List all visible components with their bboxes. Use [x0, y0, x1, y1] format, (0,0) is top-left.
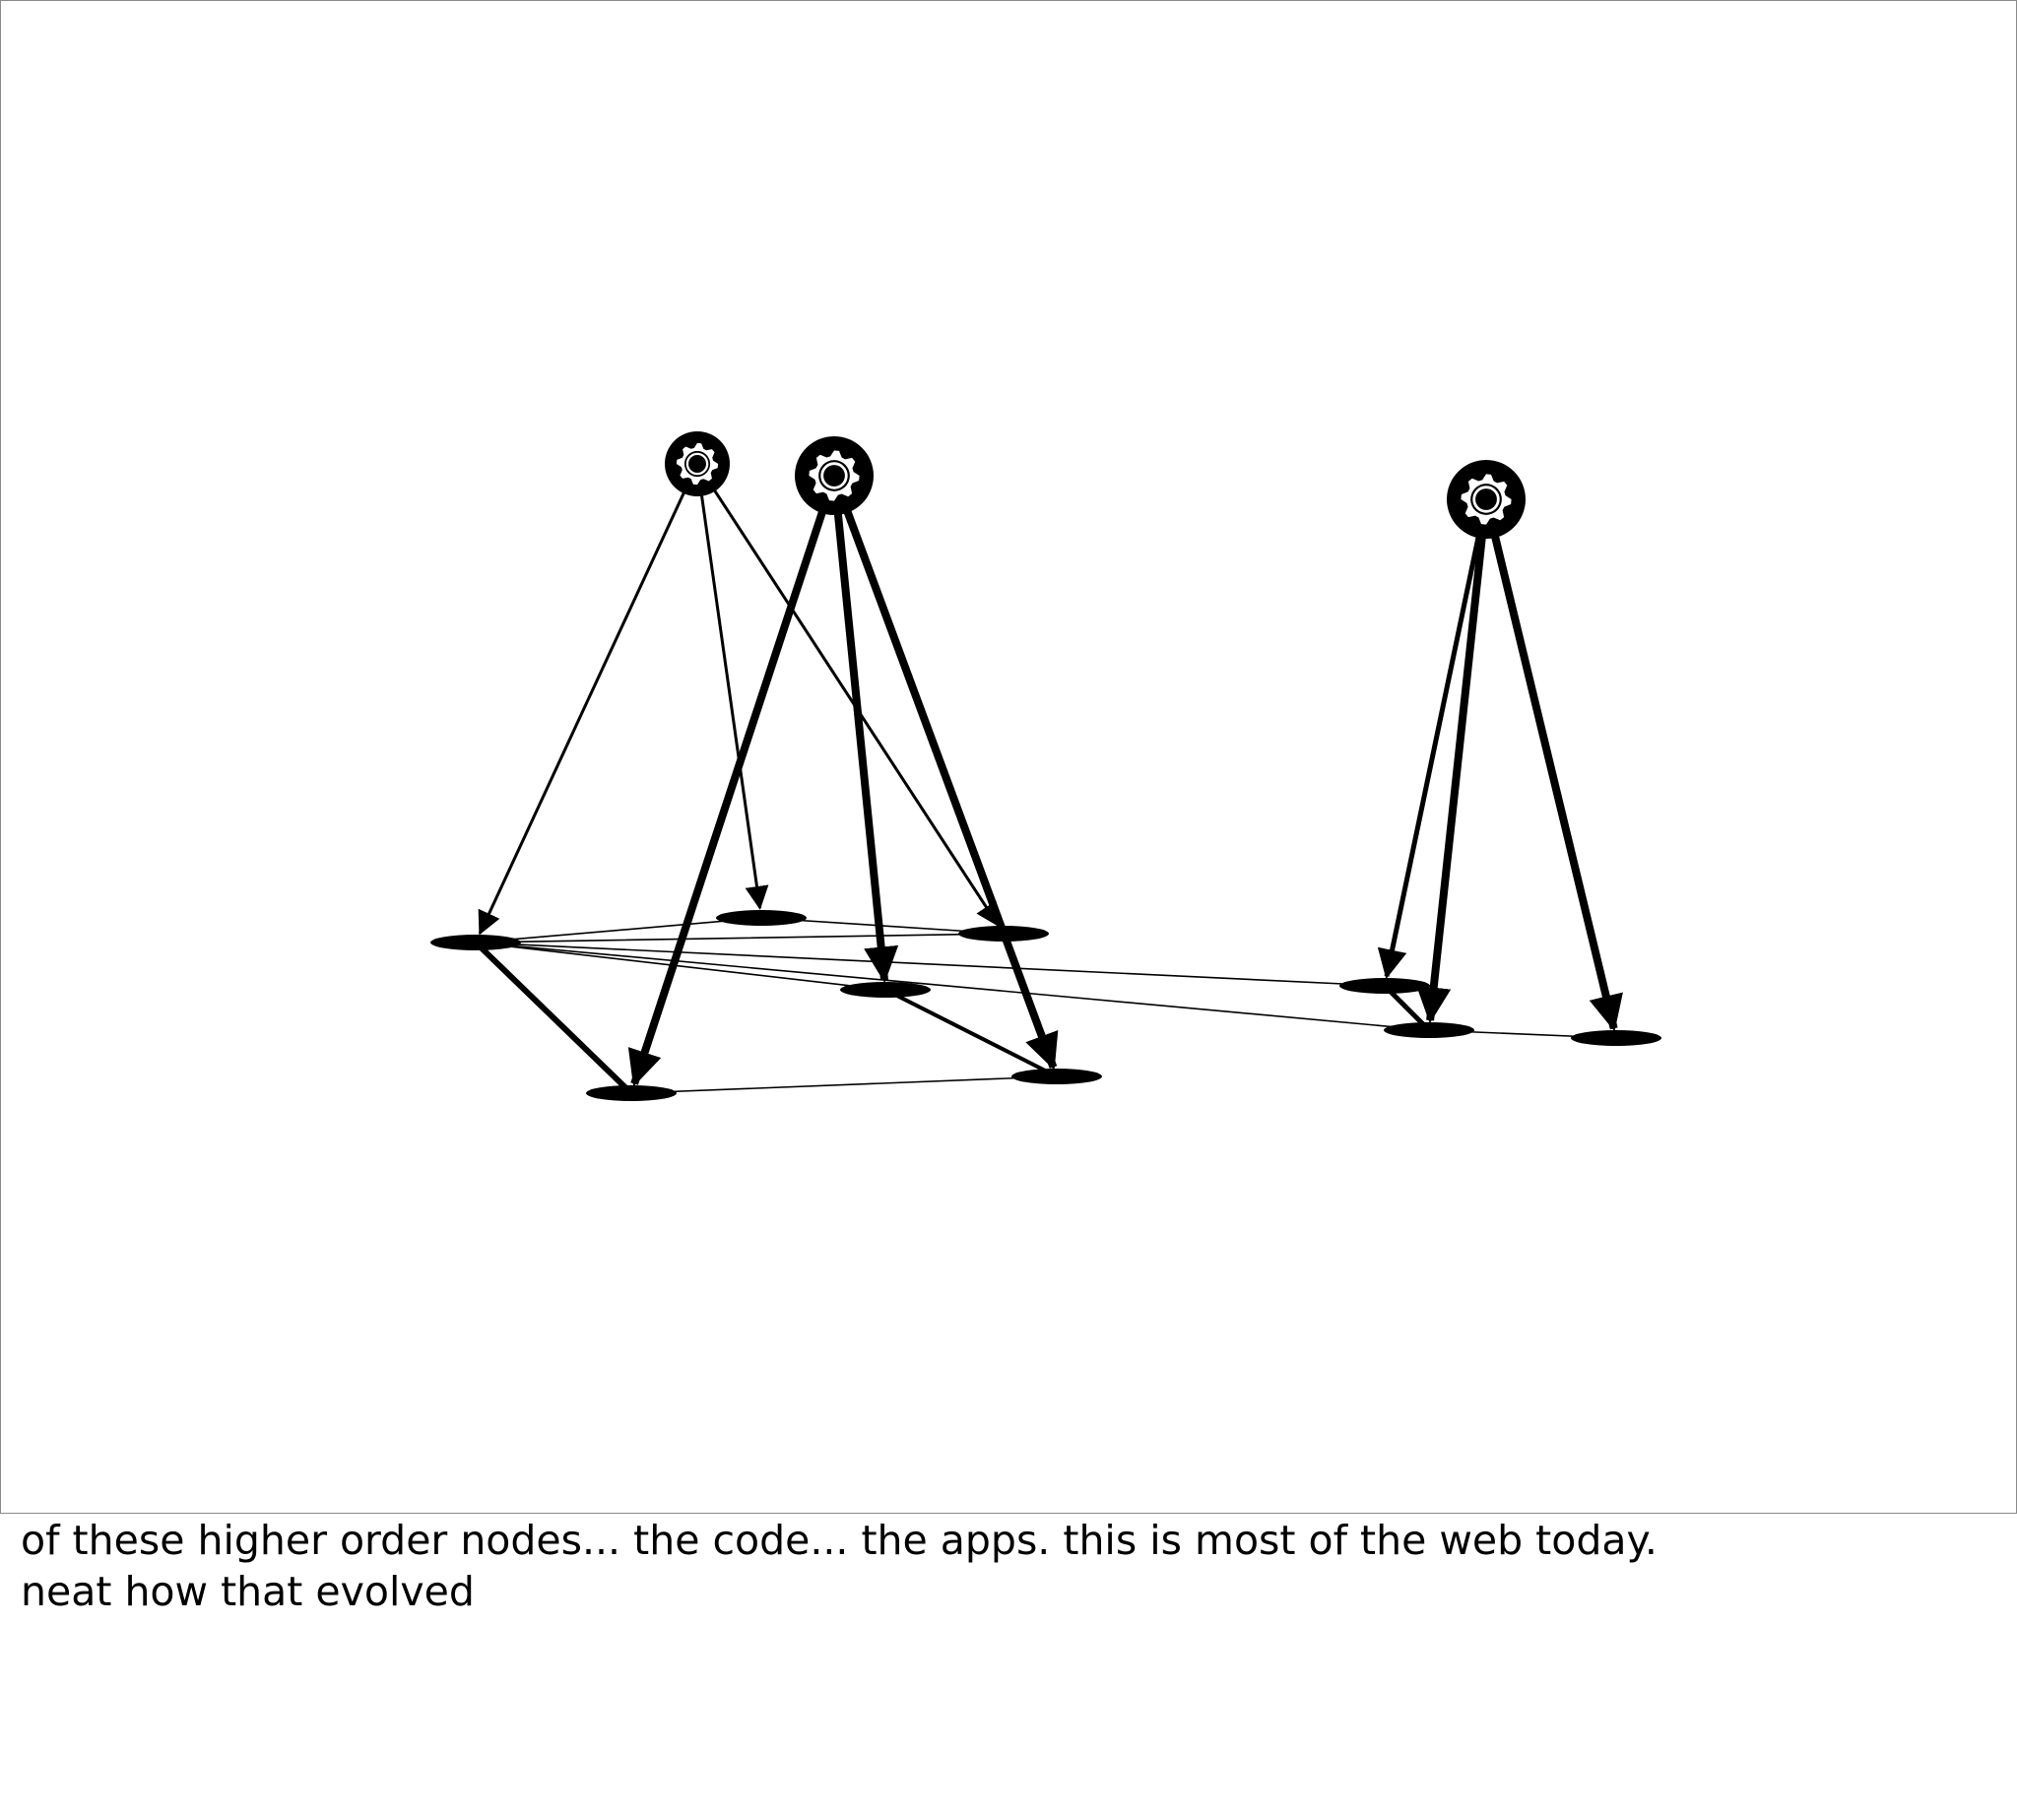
page-node: [840, 982, 931, 998]
page-nodes: [430, 910, 1661, 1101]
gear-icon: [676, 442, 719, 486]
app-arrow: [842, 507, 1059, 1071]
notes-line-1: of these higher order nodes... the code.…: [21, 1517, 1658, 1564]
app-arrow: [627, 507, 827, 1087]
speaker-notes: of these higher order nodes... the code.…: [21, 1515, 1990, 1617]
slide-canvas: [0, 0, 2017, 1514]
page-link: [630, 1075, 1058, 1094]
app-arrow: [1416, 534, 1487, 1024]
app-arrow: [1490, 533, 1623, 1032]
page-node: [586, 1085, 677, 1101]
app-arrow: [478, 488, 687, 936]
page-links: [473, 917, 1617, 1096]
page-node: [1339, 978, 1430, 994]
page-link: [475, 942, 1386, 987]
app-arrow: [699, 491, 769, 910]
app-nodes: [665, 431, 1526, 539]
app-arrows: [478, 487, 1623, 1087]
page-node: [1571, 1030, 1661, 1046]
page-link: [475, 917, 762, 943]
page-link: [473, 940, 634, 1096]
app-node: [795, 436, 874, 515]
app-arrow: [833, 510, 899, 984]
page-node: [1011, 1069, 1102, 1084]
gear-icon: [809, 450, 860, 501]
app-node: [1447, 460, 1526, 539]
app-node: [665, 431, 730, 496]
page-node: [430, 935, 521, 950]
app-arrow: [1377, 533, 1482, 980]
web-graph-diagram: [430, 431, 1661, 1101]
page-link: [475, 942, 1430, 1031]
page-node: [1384, 1022, 1474, 1038]
page-link: [475, 933, 1005, 943]
gear-icon: [1461, 474, 1512, 525]
notes-line-2: neat how that evolved: [21, 1568, 475, 1615]
page-node: [716, 910, 807, 926]
page-link: [475, 942, 886, 991]
